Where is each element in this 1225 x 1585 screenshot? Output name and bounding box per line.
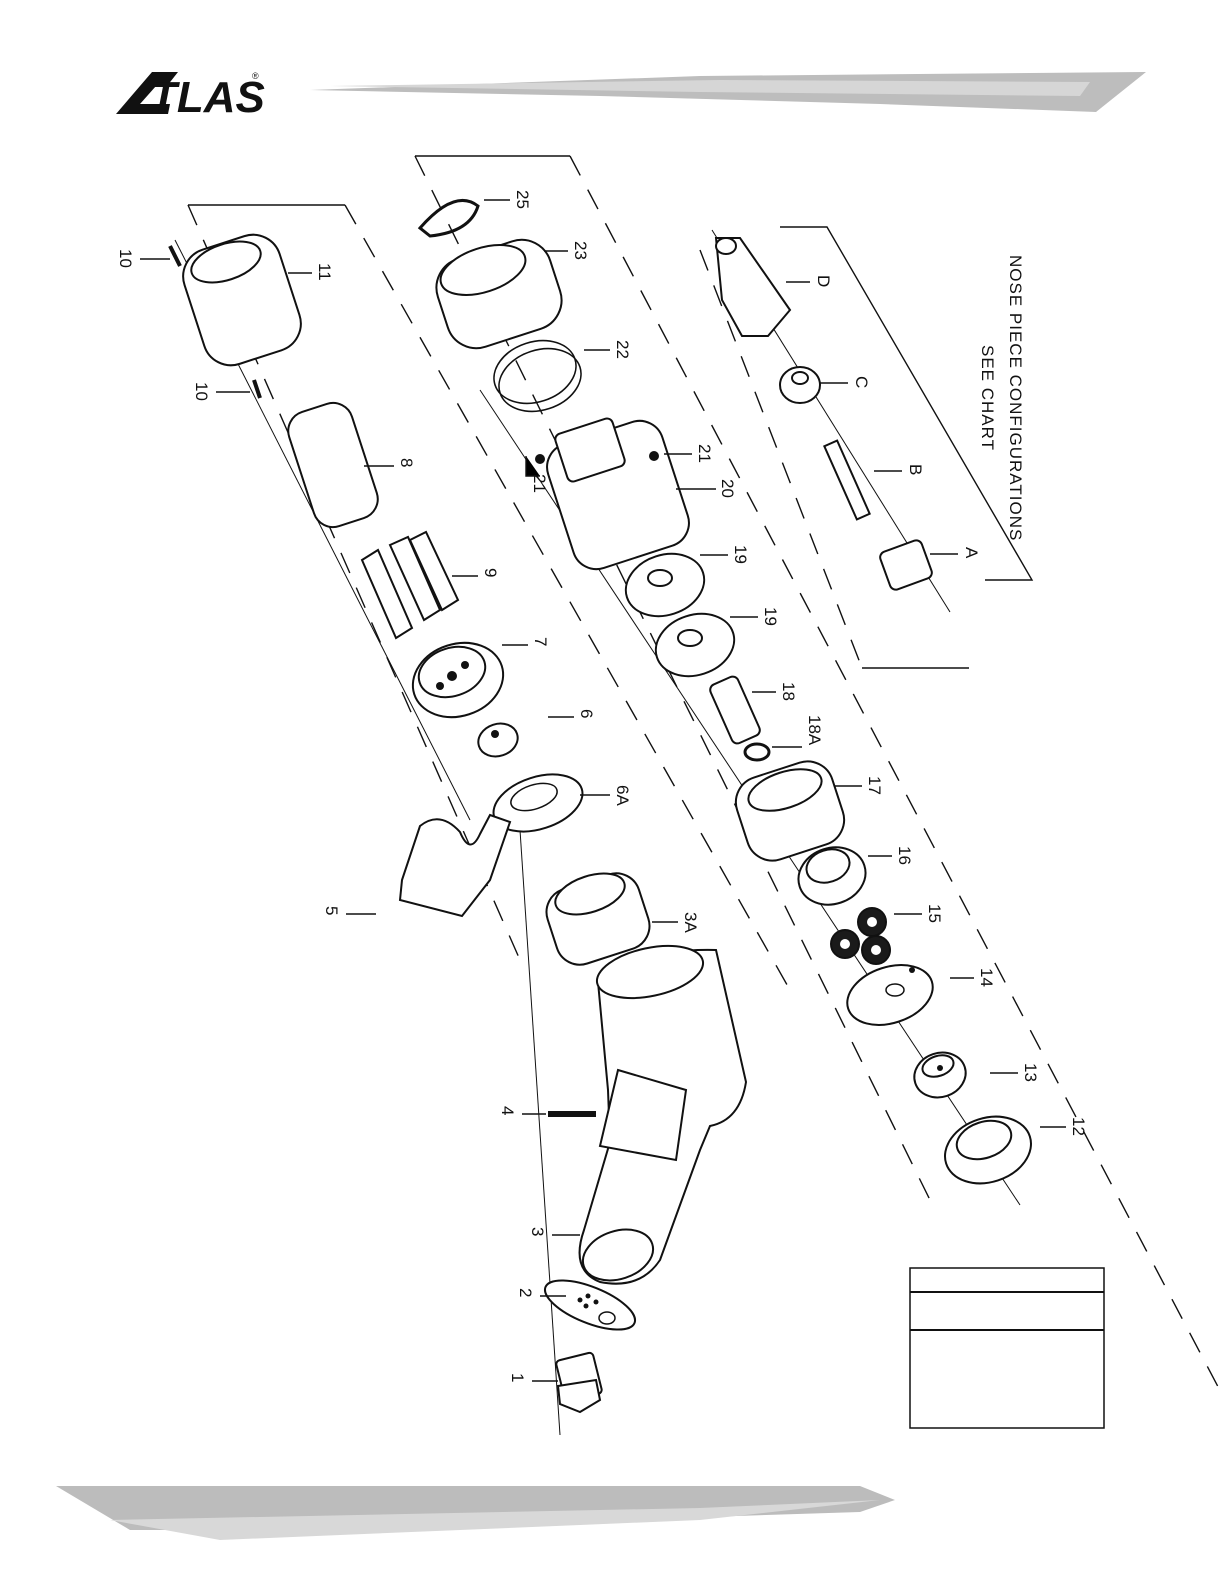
spring-22 — [486, 330, 589, 421]
housing-3 — [576, 937, 746, 1289]
end-plate-7 — [403, 632, 513, 729]
callout-21-right: 21 — [695, 444, 714, 463]
clutch-housing-20 — [541, 415, 695, 576]
callout-6: 6 — [577, 709, 596, 718]
callout-b: B — [906, 464, 925, 475]
inlet-fitting-1 — [555, 1352, 602, 1412]
callout-19-upper: 19 — [731, 545, 750, 564]
callout-7: 7 — [531, 637, 550, 646]
logo-text: TLAS — [150, 73, 265, 122]
callout-1: 1 — [508, 1373, 527, 1382]
callout-17: 17 — [865, 776, 884, 795]
grip-5 — [400, 815, 510, 916]
callout-2: 2 — [516, 1288, 535, 1297]
pin-10-upper — [170, 246, 180, 266]
callout-19-lower: 19 — [761, 607, 780, 626]
callout-11: 11 — [315, 263, 334, 281]
callout-21-left: 21 — [530, 474, 549, 493]
rotor-8 — [283, 398, 383, 533]
bearing-6 — [474, 719, 522, 762]
plate-14 — [840, 955, 941, 1035]
callout-a: A — [962, 547, 981, 559]
callout-3: 3 — [528, 1227, 547, 1236]
brand-logo: TLAS ® — [116, 71, 265, 122]
callout-18: 18 — [779, 682, 798, 701]
nose-piece-heading-line2: SEE CHART — [978, 345, 997, 451]
spindle-part-b — [824, 441, 869, 520]
callout-14: 14 — [977, 968, 996, 987]
callout-15: 15 — [925, 904, 944, 923]
end-plate-12 — [936, 1106, 1039, 1194]
cylinder-11 — [176, 227, 308, 372]
callout-10-lower: 10 — [192, 382, 211, 401]
callout-18a: 18A — [805, 715, 824, 746]
callout-13: 13 — [1021, 1063, 1040, 1082]
callout-25: 25 — [513, 190, 532, 209]
logo-registered-mark: ® — [252, 71, 259, 81]
nose-piece-heading-line1: NOSE PIECE CONFIGURATIONS — [1006, 255, 1025, 541]
callout-23: 23 — [571, 241, 590, 260]
callout-22: 22 — [613, 340, 632, 359]
retaining-ring-25 — [420, 200, 478, 236]
callout-9: 9 — [481, 568, 500, 577]
callout-20: 20 — [718, 479, 737, 498]
footer-swoosh — [56, 1486, 895, 1540]
bearing-13 — [908, 1046, 971, 1104]
spindle-gear-18 — [708, 675, 761, 746]
callout-16: 16 — [895, 846, 914, 865]
callout-3a: 3A — [681, 912, 700, 933]
callout-5: 5 — [322, 906, 341, 915]
nut-part-c — [780, 367, 820, 403]
callout-d: D — [814, 275, 833, 287]
pin-10-lower — [254, 380, 260, 398]
header-swoosh — [310, 72, 1146, 112]
title-block — [910, 1268, 1104, 1428]
callout-12: 12 — [1069, 1117, 1088, 1136]
callout-8: 8 — [397, 458, 416, 467]
clip-18a — [745, 744, 769, 760]
planet-gears-15 — [831, 908, 890, 964]
callout-6a: 6A — [613, 785, 632, 806]
callout-10-upper: 10 — [116, 249, 135, 268]
vanes-9 — [362, 532, 458, 638]
callout-c: C — [852, 376, 871, 388]
callout-4: 4 — [498, 1106, 517, 1115]
coupling-part-a — [878, 539, 933, 592]
